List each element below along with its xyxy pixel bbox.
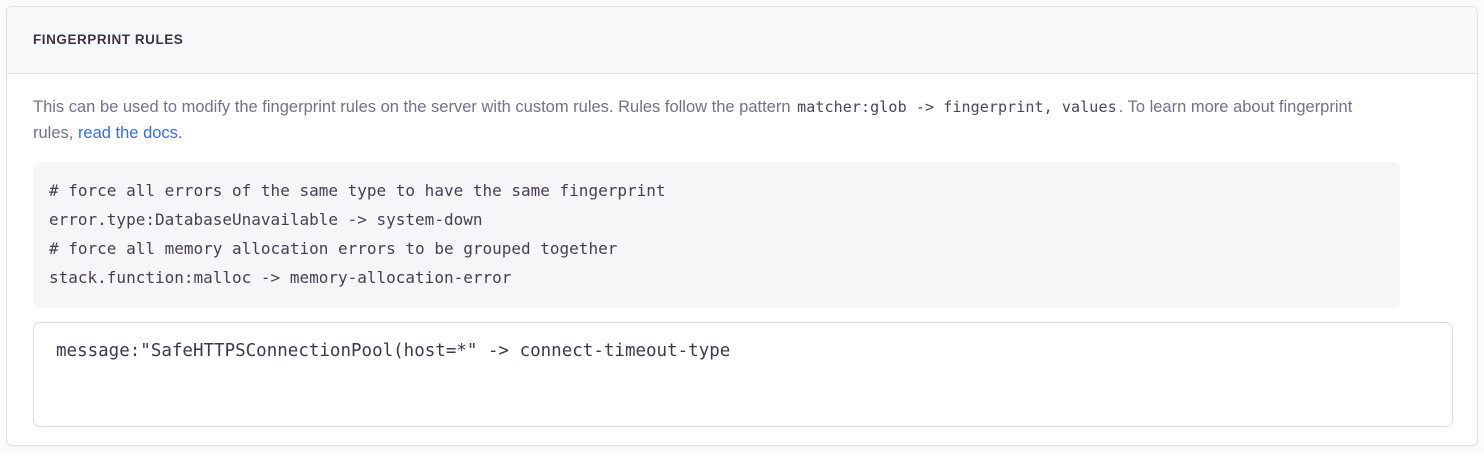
- panel-description: This can be used to modify the fingerpri…: [33, 94, 1383, 146]
- panel-header: FINGERPRINT RULES: [7, 7, 1477, 74]
- fingerprint-rules-input[interactable]: [33, 322, 1453, 427]
- inline-code-pattern: matcher:glob -> fingerprint, values: [797, 98, 1117, 116]
- fingerprint-rules-panel: FINGERPRINT RULES This can be used to mo…: [6, 6, 1478, 446]
- description-text-after-code: . To learn more about fingerprint rules,: [33, 98, 1353, 142]
- description-text-after-link: .: [177, 124, 183, 142]
- example-rules-code-block: # force all errors of the same type to h…: [33, 162, 1400, 308]
- read-the-docs-link[interactable]: read the docs: [77, 124, 178, 142]
- panel-body: This can be used to modify the fingerpri…: [7, 74, 1477, 427]
- description-text-before-code: This can be used to modify the fingerpri…: [33, 98, 796, 116]
- page-title: FINGERPRINT RULES: [33, 31, 184, 47]
